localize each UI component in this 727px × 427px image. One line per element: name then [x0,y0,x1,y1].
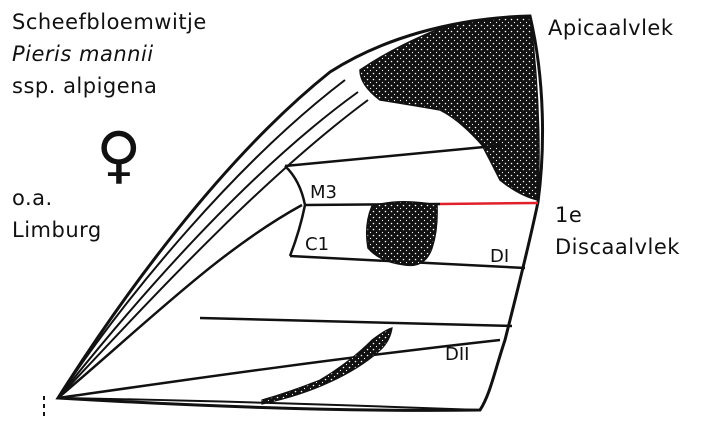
cu2-vein [200,318,512,326]
species-common-name: Scheefbloemwitje [12,10,207,35]
label-apical-spot: Apicaalvlek [548,16,674,41]
label-d2: DII [445,344,469,365]
cell-upper-vein [285,145,505,166]
location-name: Limburg [12,218,102,243]
species-latin-name: Pieris mannii [12,42,154,67]
label-discal-1: 1e [555,203,582,228]
discal-spot [367,202,437,266]
subspecies-name: ssp. alpigena [12,74,157,99]
female-symbol-icon: ♀ [96,120,142,190]
label-c1: C1 [305,234,329,255]
label-m3: M3 [310,182,337,203]
label-discal-2: Discaalvlek [555,235,680,260]
location-prefix: o.a. [12,186,53,211]
anal-vein [58,340,500,398]
cell-closing-vein [285,166,305,256]
label-d1: DI [490,246,509,267]
m3-vein-highlight [440,203,538,204]
